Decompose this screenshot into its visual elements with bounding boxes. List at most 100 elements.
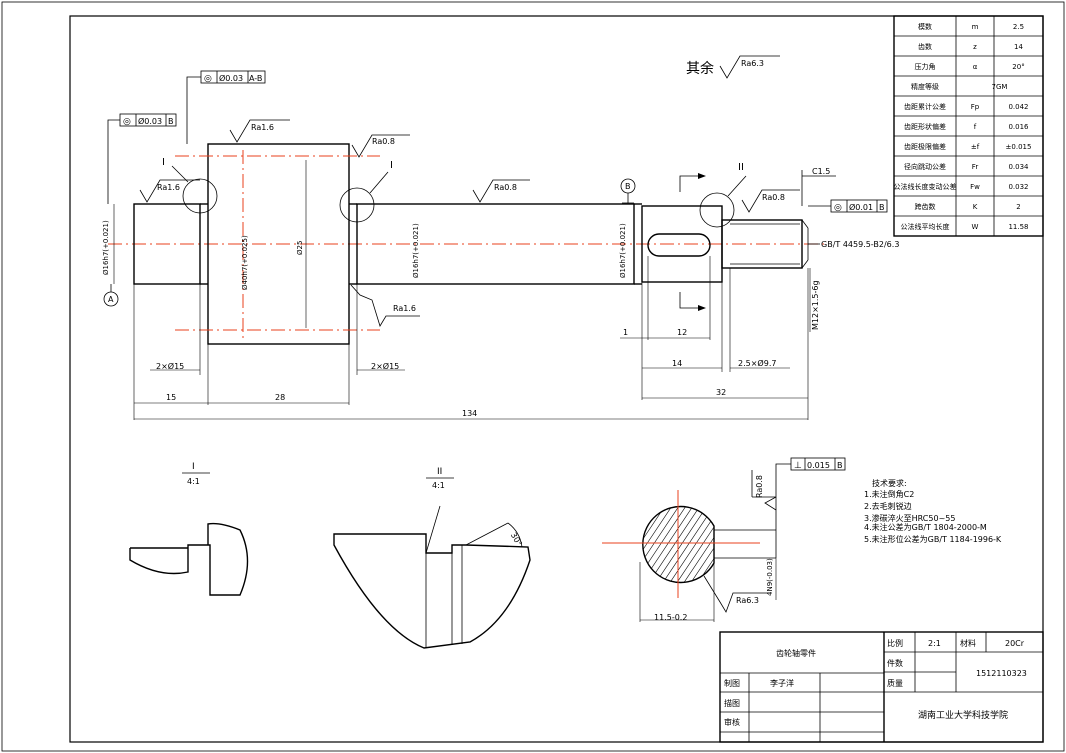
detail-marker-2: I [390, 160, 393, 171]
detail-circle-i-right [339, 187, 375, 223]
roughness-mark-3: Ra1.6 [139, 179, 200, 203]
main-shaft-view: I I II Ø16h7(+0.021) Ø40h7(+0.025) Ø25 Ø… [102, 70, 899, 420]
dim-2x15-left: 2×Ø15 [156, 361, 184, 371]
svg-text:Ra0.8: Ra0.8 [372, 137, 395, 146]
title-drawing-no: 1512110323 [976, 669, 1027, 678]
datum-b-label: B [625, 182, 631, 191]
title-drawn-by: 李子洋 [770, 678, 794, 688]
thread-dim: M12×1.5-6g [811, 280, 820, 330]
tolerance-frame-3: ◎ Ø0.01 B [808, 199, 888, 213]
param-name-8: 公法线长度变动公差 [894, 182, 957, 191]
tolerance-frame-2: ◎ Ø0.03 B [107, 113, 177, 204]
title-scale-label: 比例 [887, 638, 903, 648]
tech-req-item-1: 1.未注倒角C2 [864, 489, 914, 499]
param-symbol-1: z [973, 43, 977, 51]
param-name-1: 齿数 [918, 42, 932, 51]
roughness-mark-8: Ra6.3 [703, 575, 770, 613]
technical-requirements: 技术要求: 1.未注倒角C2 2.去毛刺锐边 3.渗碳淬火至HRC50~55 4… [864, 478, 1002, 544]
detail-marker-1: I [162, 157, 165, 168]
title-mass-label: 质量 [887, 678, 903, 688]
detail-i-label: I [192, 462, 195, 472]
svg-text:Ra6.3: Ra6.3 [736, 596, 759, 605]
svg-text:Ø0.01: Ø0.01 [849, 202, 873, 212]
dim-28: 28 [275, 393, 285, 402]
svg-text:⊥: ⊥ [794, 461, 802, 471]
keyway [647, 233, 711, 257]
title-traced-label: 描图 [724, 698, 740, 708]
chamfer-label: C1.5 [812, 167, 830, 176]
dim-15: 15 [166, 393, 176, 402]
gear-body [207, 143, 350, 345]
surface-note-text: 其余 [686, 60, 714, 77]
detail-ii-scale: 4:1 [432, 481, 445, 490]
param-value-5: 0.016 [1008, 123, 1029, 131]
svg-text:B: B [168, 117, 174, 126]
svg-text:◎: ◎ [834, 203, 842, 213]
svg-text:0.015: 0.015 [807, 461, 830, 470]
title-part-name: 齿轮轴零件 [776, 648, 816, 658]
param-value-9: 2 [1016, 203, 1020, 211]
param-symbol-10: W [972, 223, 979, 231]
svg-text:◎: ◎ [123, 117, 131, 127]
tech-req-title: 技术要求: [872, 478, 907, 488]
roughness-mark-7: Ra0.8 [751, 470, 777, 511]
dim-2-5x9-7: 2.5×Ø9.7 [738, 358, 776, 368]
roughness-mark-4: Ra0.8 [472, 179, 530, 203]
svg-text:B: B [879, 203, 885, 212]
detail-view-i: I 4:1 [129, 462, 249, 596]
param-name-9: 跨齿数 [915, 202, 936, 211]
dia-label-mid: Ø16h7(+0.021) [412, 223, 420, 278]
param-symbol-6: ±f [971, 143, 980, 151]
surface-note-roughness: Ra6.3 [741, 59, 764, 68]
title-material-value: 20Cr [1005, 639, 1025, 648]
param-name-5: 齿距形状偏差 [904, 122, 946, 131]
detail-circle-ii [699, 192, 735, 228]
svg-text:Ra1.6: Ra1.6 [393, 304, 416, 313]
datum-a-marker [103, 291, 119, 307]
detail-i-scale: 4:1 [187, 477, 200, 486]
dia-label-right: Ø16h7(+0.021) [619, 223, 627, 278]
svg-text:Ø0.03: Ø0.03 [138, 116, 162, 126]
svg-text:Ra0.8: Ra0.8 [494, 183, 517, 192]
thread-note: GB/T 4459.5-B2/6.3 [821, 240, 899, 249]
section-view: ⊥ 0.015 B Ra0.8 Ra6.3 11.5-0.2 4N9(-0.03… [602, 457, 846, 622]
param-name-4: 齿距累计公差 [904, 102, 946, 111]
tolerance-frame-1: ◎ Ø0.03 A-B [186, 70, 266, 144]
param-symbol-7: Fr [972, 163, 979, 171]
tech-req-item-2: 2.去毛刺锐边 [864, 501, 912, 511]
param-name-7: 径向跳动公差 [904, 162, 946, 171]
param-name-6: 齿距极限偏差 [904, 142, 946, 151]
param-name-10: 公法线平均长度 [901, 222, 950, 231]
dim-1: 1 [623, 328, 628, 337]
param-symbol-5: f [974, 123, 977, 131]
roughness-mark-5: Ra0.8 [741, 189, 800, 213]
dim-14: 14 [672, 359, 682, 368]
tolerance-frame-4: ⊥ 0.015 B [775, 457, 846, 530]
thread-segment [721, 219, 803, 269]
svg-text:Ra1.6: Ra1.6 [251, 123, 274, 132]
tech-req-item-4: 4.未注公差为GB/T 1804-2000-M [864, 522, 987, 532]
svg-text:Ø0.03: Ø0.03 [219, 73, 243, 83]
svg-text:Ra0.8: Ra0.8 [762, 193, 785, 202]
svg-text:Ra0.8: Ra0.8 [755, 475, 764, 498]
detail-marker-3: II [738, 162, 744, 173]
title-scale-value: 2:1 [928, 639, 941, 648]
param-value-1: 14 [1014, 43, 1023, 51]
dia-label-root: Ø25 [296, 241, 304, 255]
dia-label-gear: Ø40h7(+0.025) [241, 235, 249, 290]
roughness-mark-1: Ra1.6 [229, 119, 290, 143]
param-name-0: 模数 [918, 22, 932, 31]
datum-a-label: A [108, 295, 114, 304]
title-block: 齿轮轴零件 比例 2:1 材料 20Cr 件数 1512110323 制图 李子… [719, 631, 1044, 743]
param-value-8: 0.032 [1008, 183, 1028, 191]
dim-2x15-right: 2×Ø15 [371, 361, 399, 371]
surface-roughness-note: 其余 Ra6.3 [686, 55, 780, 79]
param-value-4: 0.042 [1008, 103, 1028, 111]
param-value-0: 2.5 [1013, 23, 1024, 31]
title-material-label: 材料 [960, 638, 976, 648]
dim-4n9: 4N9(-0.03) [766, 558, 774, 596]
dim-32: 32 [716, 388, 726, 397]
